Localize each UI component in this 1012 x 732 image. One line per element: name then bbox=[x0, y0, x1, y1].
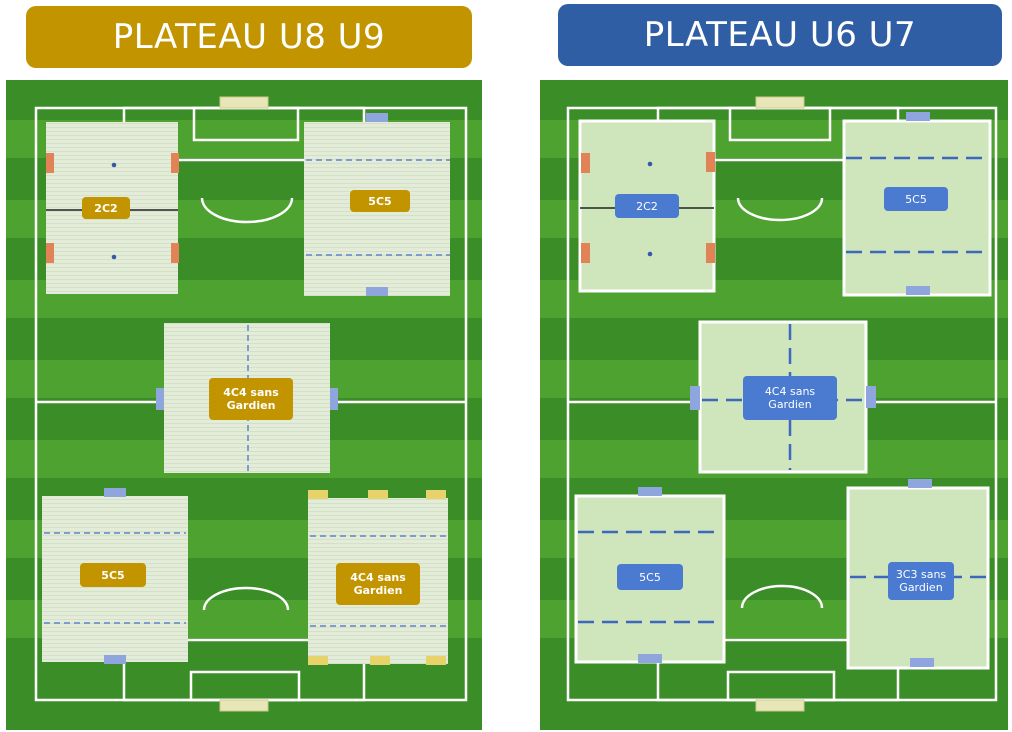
zone-3c3-bottom-label-line1: 3C3 sans bbox=[895, 568, 947, 581]
zone-2c2-label: 2C2 bbox=[82, 197, 130, 219]
zone-5c5-bottom-label: 5C5 bbox=[617, 564, 683, 590]
zone-4c4-bottom-label-line2: Gardien bbox=[353, 584, 403, 597]
zone-5c5-bottom-label: 5C5 bbox=[80, 563, 146, 587]
plateau-u6-u7-title: PLATEAU U6 U7 bbox=[558, 4, 1002, 66]
zone-5c5-top-label: 5C5 bbox=[884, 187, 948, 211]
zone-2c2-label: 2C2 bbox=[615, 194, 679, 218]
zone-4c4-bottom-label-line1: 4C4 sans bbox=[350, 571, 406, 584]
zone-4c4-center-label-line1: 4C4 sans bbox=[223, 386, 279, 399]
zone-4c4-center-label-line1: 4C4 sans bbox=[764, 385, 816, 398]
zone-4c4-center-label-line2: Gardien bbox=[768, 398, 812, 411]
zone-3c3-bottom-label-line2: Gardien bbox=[899, 581, 943, 594]
plateau-u8-u9-title: PLATEAU U8 U9 bbox=[26, 6, 472, 68]
pitch-u8-u9-drawing bbox=[6, 80, 482, 730]
zone-5c5-top-label: 5C5 bbox=[350, 190, 410, 212]
zone-4c4-center-label-line2: Gardien bbox=[226, 399, 276, 412]
